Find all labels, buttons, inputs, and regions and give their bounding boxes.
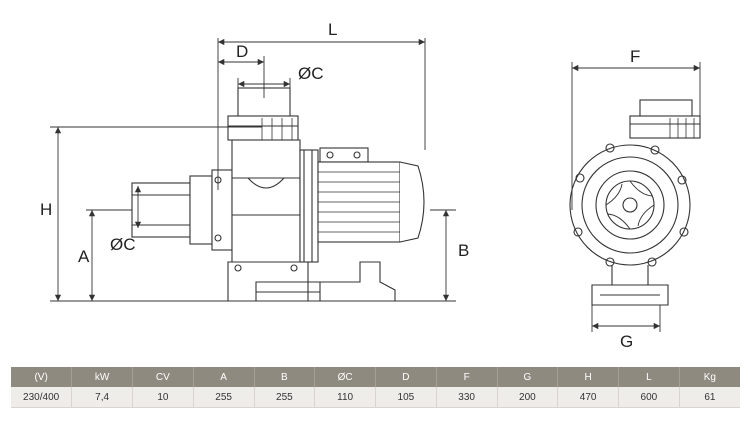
dim-label-G: G xyxy=(620,332,633,351)
dim-label-D: D xyxy=(236,42,248,61)
header-kg: Kg xyxy=(679,367,740,387)
header-h: H xyxy=(557,367,619,387)
header-f: F xyxy=(436,367,498,387)
header-d: D xyxy=(375,367,437,387)
pump-side-view xyxy=(131,87,425,302)
cell-d: 105 xyxy=(375,387,437,408)
header-g: G xyxy=(497,367,559,387)
pump-front-view xyxy=(569,99,701,306)
dim-label-A: A xyxy=(78,247,90,266)
dim-label-C-side: ØC xyxy=(110,235,136,254)
cell-kw: 7,4 xyxy=(71,387,133,408)
cell-l: 600 xyxy=(618,387,680,408)
header-b: B xyxy=(254,367,316,387)
specifications-table: (V) kW CV A B ØC D F G H L Kg 230/400 7,… xyxy=(11,367,740,408)
pump-technical-drawing: L D ØC H A ØC B xyxy=(40,20,701,351)
header-a: A xyxy=(193,367,255,387)
cell-cv: 10 xyxy=(132,387,194,408)
header-l: L xyxy=(618,367,680,387)
cell-h: 470 xyxy=(557,387,619,408)
cell-b: 255 xyxy=(254,387,316,408)
dim-label-C-top: ØC xyxy=(298,64,324,83)
header-cv: CV xyxy=(132,367,194,387)
table-row: 230/400 7,4 10 255 255 110 105 330 200 4… xyxy=(11,387,740,408)
cell-kg: 61 xyxy=(679,387,740,408)
cell-voltage: 230/400 xyxy=(11,387,73,408)
front-dimension-lines xyxy=(571,62,701,332)
cell-c: 110 xyxy=(314,387,376,408)
header-c: ØC xyxy=(314,367,376,387)
side-dimension-lines xyxy=(50,38,456,302)
cell-g: 200 xyxy=(497,387,559,408)
cell-f: 330 xyxy=(436,387,498,408)
header-voltage: (V) xyxy=(11,367,73,387)
header-kw: kW xyxy=(71,367,133,387)
dim-label-H: H xyxy=(40,200,52,219)
table-header-row: (V) kW CV A B ØC D F G H L Kg xyxy=(11,367,740,387)
dim-label-L: L xyxy=(328,20,337,39)
dim-label-B: B xyxy=(458,241,469,260)
cell-a: 255 xyxy=(193,387,255,408)
dim-label-F: F xyxy=(630,47,640,66)
